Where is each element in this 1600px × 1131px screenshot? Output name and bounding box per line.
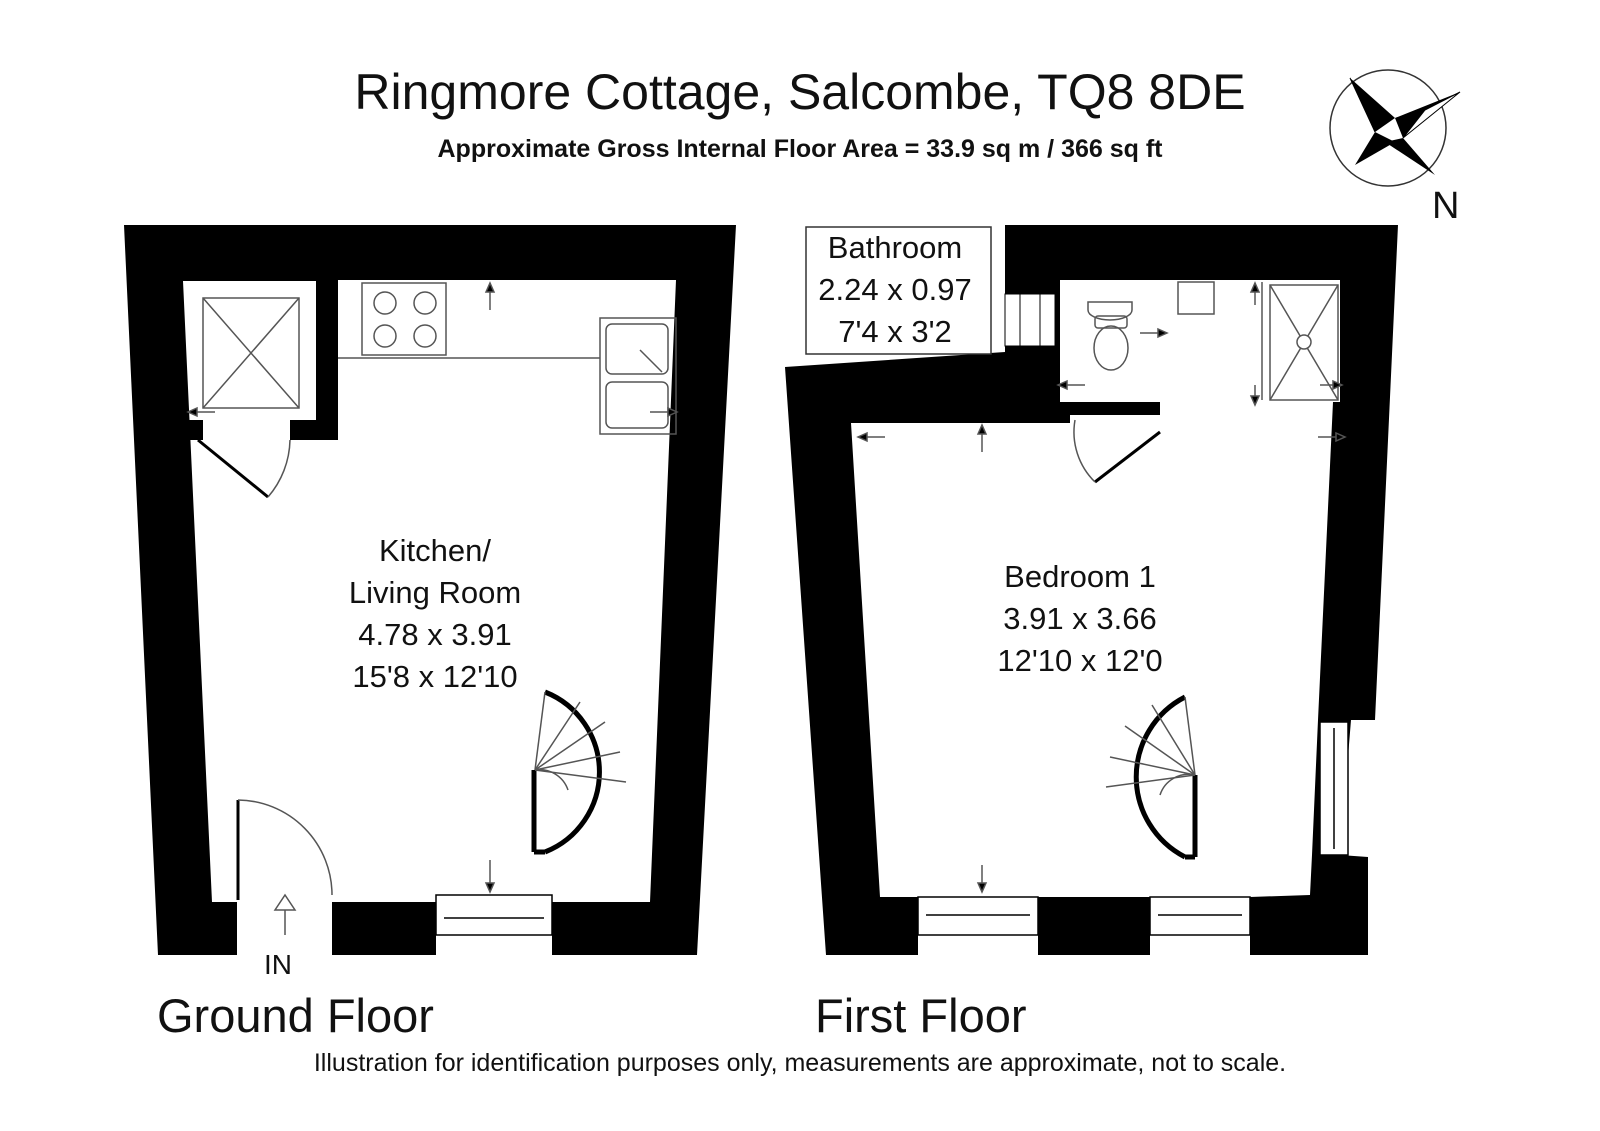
first-floor-fixtures (805, 226, 1347, 894)
room-label-bedroom-1: Bedroom 1 3.91 x 3.66 12'10 x 12'0 (965, 556, 1195, 682)
room-metric: 3.91 x 3.66 (1003, 601, 1157, 636)
first-floor-label: First Floor (815, 989, 1027, 1042)
page-title: Ringmore Cottage, Salcombe, TQ8 8DE (354, 64, 1246, 120)
room-metric: 4.78 x 3.91 (358, 617, 512, 652)
ground-floor-fixtures (186, 281, 679, 935)
room-label-kitchen-living: Kitchen/ Living Room 4.78 x 3.91 15'8 x … (305, 530, 565, 698)
room-name: Bathroom (827, 230, 963, 265)
compass-rose-icon (1329, 69, 1461, 187)
room-imperial: 12'10 x 12'0 (997, 643, 1163, 678)
floor-area-subtitle: Approximate Gross Internal Floor Area = … (437, 135, 1163, 163)
entrance-label: IN (264, 949, 292, 980)
ground-floor-walls (124, 225, 736, 955)
room-imperial: 7'4 x 3'2 (838, 314, 952, 349)
disclaimer-text: Illustration for identification purposes… (313, 1049, 1287, 1077)
room-name-line: Living Room (348, 575, 522, 610)
room-metric: 2.24 x 0.97 (818, 272, 972, 307)
room-name-line: Kitchen/ (378, 533, 491, 568)
first-floor-walls (785, 225, 1398, 955)
room-label-bathroom: Bathroom 2.24 x 0.97 7'4 x 3'2 (805, 227, 985, 353)
compass-north-label: N (1432, 185, 1460, 227)
room-name: Bedroom 1 (1004, 559, 1156, 594)
ground-floor-label: Ground Floor (157, 989, 434, 1042)
room-imperial: 15'8 x 12'10 (352, 659, 518, 694)
